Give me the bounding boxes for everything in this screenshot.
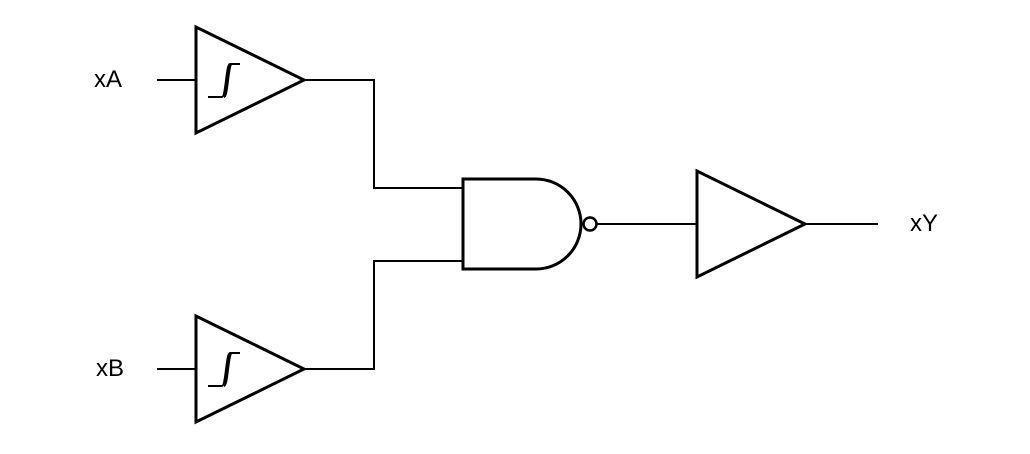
hysteresis-a-icon <box>208 63 240 98</box>
wire-b-to-nand <box>304 260 463 370</box>
nand-body <box>461 177 583 271</box>
wire-a-to-nand <box>304 79 463 189</box>
schmitt-buffer-b <box>194 313 308 425</box>
input-b-label: xB <box>96 355 125 382</box>
hysteresis-b-icon <box>208 352 240 387</box>
nand-inversion-bubble <box>582 216 598 232</box>
input-a-label: xA <box>94 66 123 93</box>
nand-gate <box>461 177 598 271</box>
buffer-a-triangle <box>194 24 308 136</box>
buffer-b-triangle <box>194 313 308 425</box>
schmitt-buffer-a <box>194 24 308 136</box>
output-y-label: xY <box>910 210 939 237</box>
output-buffer-triangle <box>695 168 809 280</box>
